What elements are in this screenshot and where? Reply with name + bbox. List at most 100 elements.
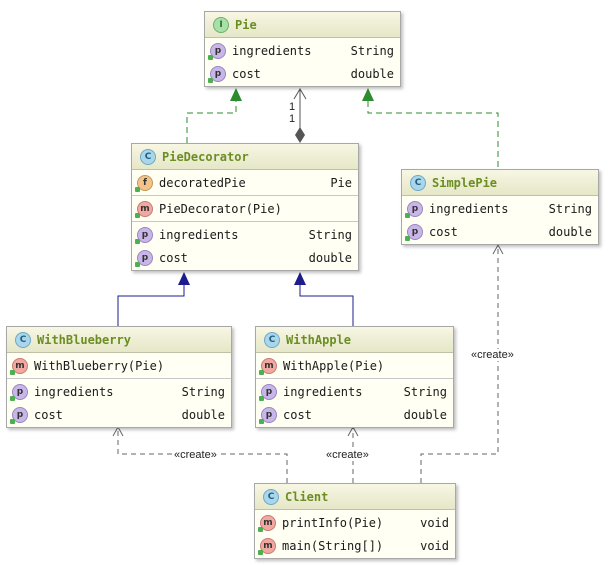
- interface-icon: I: [213, 16, 229, 33]
- class-header[interactable]: C PieDecorator: [132, 144, 358, 170]
- member-row[interactable]: p ingredients String: [7, 380, 231, 403]
- create-arrow-simplepie: [492, 243, 504, 255]
- member-type: Pie: [330, 175, 352, 190]
- class-name: SimplePie: [432, 175, 498, 190]
- property-icon: p: [259, 383, 277, 401]
- multiplicity-top: 1: [289, 101, 296, 113]
- member-name: WithBlueberry(Pie): [34, 358, 165, 373]
- member-name: cost: [159, 250, 188, 265]
- class-name: WithBlueberry: [37, 332, 131, 347]
- member-name: cost: [283, 407, 312, 422]
- property-icon: p: [259, 406, 277, 424]
- multiplicity-bottom: 1: [289, 113, 296, 125]
- property-icon: p: [10, 383, 28, 401]
- member-name: decoratedPie: [159, 175, 246, 190]
- member-name: cost: [429, 224, 458, 239]
- member-section: m PieDecorator(Pie): [132, 196, 358, 222]
- member-section: m WithApple(Pie): [256, 353, 453, 379]
- class-icon: C: [410, 174, 426, 191]
- member-type: void: [420, 515, 449, 530]
- member-type: String: [548, 201, 592, 216]
- composition-open-arrow: [293, 88, 307, 100]
- class-header[interactable]: C Client: [255, 484, 455, 510]
- property-icon: p: [405, 200, 423, 218]
- abstract-class-icon: C: [140, 148, 156, 165]
- member-row[interactable]: p ingredients String: [256, 380, 453, 403]
- class-header[interactable]: I Pie: [205, 12, 400, 38]
- class-name: Pie: [235, 17, 257, 32]
- class-header[interactable]: C WithBlueberry: [7, 327, 231, 353]
- extends-arrowhead-withblueberry: [178, 272, 190, 285]
- extends-edge-withapple: [299, 284, 354, 326]
- property-icon: p: [208, 65, 226, 83]
- implements-edge-piedecorator: [186, 100, 237, 143]
- member-row[interactable]: f decoratedPie Pie: [132, 171, 358, 194]
- class-header[interactable]: C SimplePie: [402, 170, 598, 196]
- property-icon: p: [135, 226, 153, 244]
- property-icon: p: [208, 42, 226, 60]
- class-withapple[interactable]: C WithApple m WithApple(Pie) p ingredients Str…: [255, 326, 454, 428]
- member-type: double: [548, 224, 592, 239]
- create-edge-withblueberry: [117, 428, 288, 483]
- member-name: printInfo(Pie): [282, 515, 384, 530]
- member-name: main(String[]): [282, 538, 384, 553]
- class-piedecorator[interactable]: C PieDecorator f decoratedPie Pie m PieDecorat…: [131, 143, 359, 271]
- member-name: cost: [232, 66, 261, 81]
- member-row[interactable]: p ingredients String: [132, 223, 358, 246]
- main-class-icon: C: [263, 488, 279, 505]
- member-type: String: [350, 43, 394, 58]
- class-name: Client: [285, 489, 329, 504]
- member-type: String: [308, 227, 352, 242]
- member-name: ingredients: [34, 384, 114, 399]
- method-icon: m: [135, 200, 153, 218]
- member-type: String: [181, 384, 225, 399]
- class-name: WithApple: [286, 332, 352, 347]
- member-row[interactable]: p ingredients String: [402, 197, 598, 220]
- class-icon: C: [15, 331, 31, 348]
- member-name: ingredients: [429, 201, 509, 216]
- implements-edge-simplepie: [367, 100, 499, 167]
- member-type: double: [181, 407, 225, 422]
- member-row[interactable]: m PieDecorator(Pie): [132, 197, 358, 220]
- member-row[interactable]: m WithApple(Pie): [256, 354, 453, 377]
- member-row[interactable]: p ingredients String: [205, 39, 400, 62]
- extends-arrowhead-withapple: [294, 272, 306, 285]
- method-icon: m: [259, 357, 277, 375]
- field-icon: f: [135, 174, 153, 192]
- member-type: double: [308, 250, 352, 265]
- property-icon: p: [135, 249, 153, 267]
- member-name: WithApple(Pie): [283, 358, 385, 373]
- implements-arrowhead-simplepie: [362, 88, 374, 101]
- member-name: PieDecorator(Pie): [159, 201, 282, 216]
- class-icon: C: [264, 331, 280, 348]
- member-name: cost: [34, 407, 63, 422]
- member-section: f decoratedPie Pie: [132, 170, 358, 196]
- member-name: ingredients: [283, 384, 363, 399]
- member-name: ingredients: [232, 43, 312, 58]
- composition-diamond: [295, 127, 305, 143]
- member-type: void: [420, 538, 449, 553]
- extends-edge-withblueberry: [117, 284, 185, 326]
- member-name: ingredients: [159, 227, 239, 242]
- class-header[interactable]: C WithApple: [256, 327, 453, 353]
- create-label-withblueberry: «create»: [174, 449, 217, 461]
- class-name: PieDecorator: [162, 149, 249, 164]
- member-type: String: [403, 384, 447, 399]
- property-icon: p: [10, 406, 28, 424]
